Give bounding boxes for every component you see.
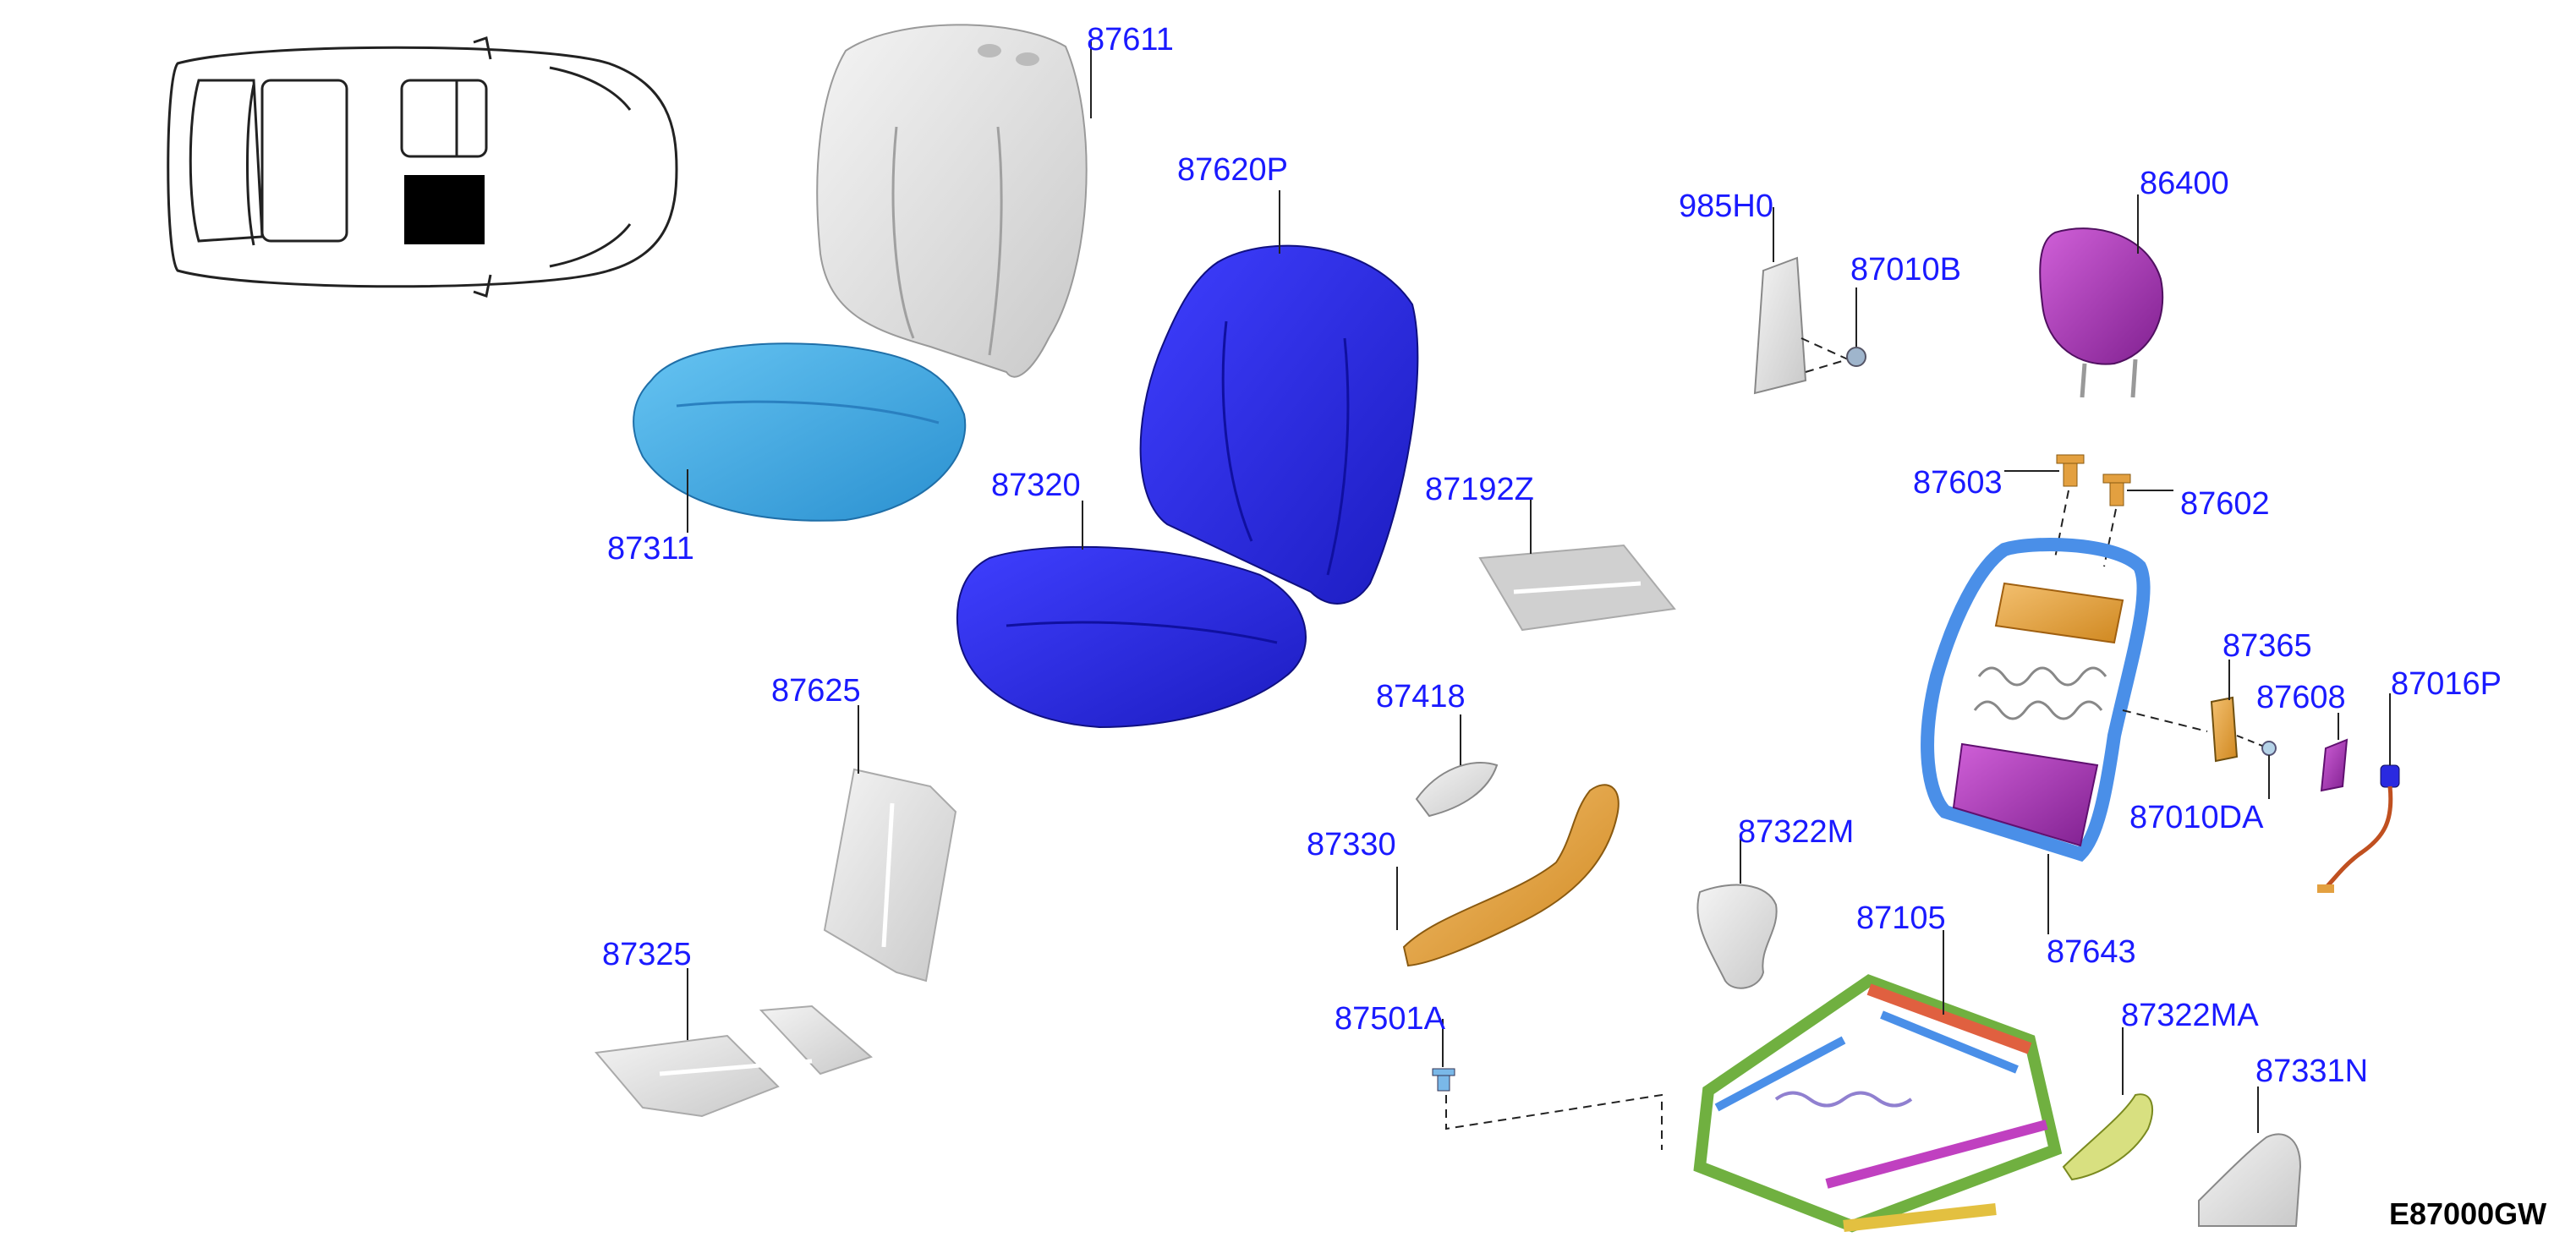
part-87418-cover xyxy=(1415,761,1499,818)
callout-87620P: 87620P xyxy=(1177,152,1289,188)
callout-86400: 86400 xyxy=(2140,166,2229,201)
part-86400-headrest xyxy=(2039,227,2164,398)
callout-87611: 87611 xyxy=(1087,22,1174,57)
callout-87331N: 87331N xyxy=(2255,1054,2369,1089)
part-87611-back-trim xyxy=(816,24,1088,378)
callout-985H0: 985H0 xyxy=(1679,189,1773,224)
part-87320-cushion-cover xyxy=(956,545,1307,729)
callout-87320: 87320 xyxy=(991,468,1081,503)
part-87501A-clip xyxy=(1432,1068,1455,1092)
part-87010B-nut xyxy=(1846,347,1866,367)
callout-87625: 87625 xyxy=(771,673,861,709)
part-87602-guide xyxy=(2102,473,2131,506)
callout-87330: 87330 xyxy=(1307,827,1396,862)
seat-position-marker xyxy=(404,175,485,244)
part-87608-knob xyxy=(2320,738,2349,792)
callout-87325: 87325 xyxy=(602,937,692,972)
part-87625-back-board xyxy=(823,768,957,983)
part-87331N-cover xyxy=(2198,1133,2302,1227)
callout-87322M: 87322M xyxy=(1738,814,1855,850)
callout-87603: 87603 xyxy=(1913,465,2003,501)
part-87105-seat-frame xyxy=(1693,974,2063,1233)
part-87322MA-bracket xyxy=(2062,1093,2153,1181)
callout-87608: 87608 xyxy=(2256,680,2346,715)
callout-87311: 87311 xyxy=(607,531,694,567)
part-87365-bracket xyxy=(2210,696,2239,763)
callout-87010DA: 87010DA xyxy=(2129,800,2264,835)
callout-87365: 87365 xyxy=(2222,628,2312,664)
callout-87010B: 87010B xyxy=(1850,252,1962,287)
part-985H0-module xyxy=(1753,256,1807,395)
callout-87105: 87105 xyxy=(1856,900,1946,936)
part-87010DA-nut xyxy=(2261,741,2277,756)
vehicle-top-view xyxy=(167,36,678,298)
part-87311-cushion-pad xyxy=(633,342,967,522)
part-87325-bottom-sheet xyxy=(595,1004,873,1118)
part-87620P-back-cover xyxy=(1139,244,1419,605)
callout-87418: 87418 xyxy=(1376,679,1466,714)
callout-87602: 87602 xyxy=(2180,486,2270,522)
part-87643-back-frame xyxy=(1921,538,2151,862)
part-87192Z-sheet xyxy=(1478,544,1676,632)
callout-87192Z: 87192Z xyxy=(1425,472,1534,507)
part-87330-finisher xyxy=(1402,784,1620,967)
callout-87322MA: 87322MA xyxy=(2121,998,2259,1033)
part-87603-guide xyxy=(2056,454,2085,487)
figure-code: E87000GW xyxy=(2389,1196,2547,1231)
callout-87501A: 87501A xyxy=(1335,1001,1446,1037)
part-87322M-bracket xyxy=(1696,884,1778,989)
callout-87016P: 87016P xyxy=(2391,666,2502,702)
callout-87643: 87643 xyxy=(2047,934,2136,970)
